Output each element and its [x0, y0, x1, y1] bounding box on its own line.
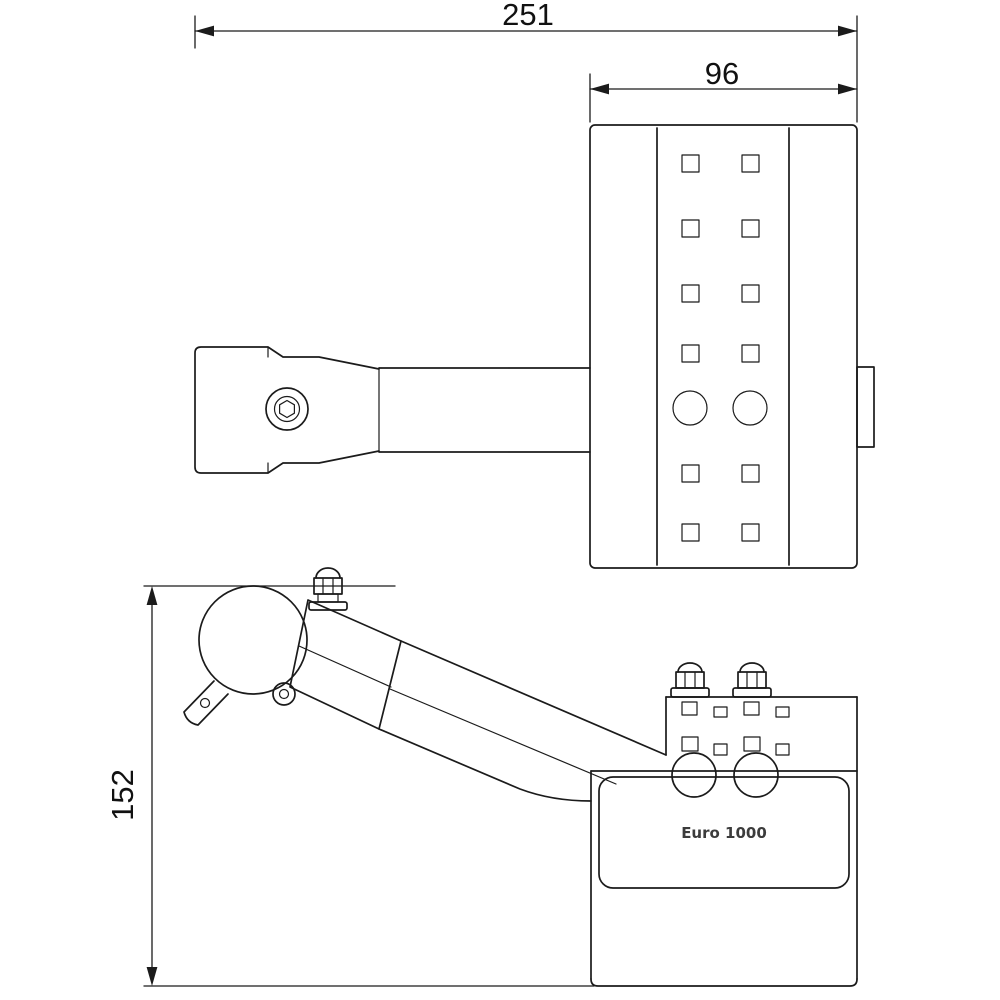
- bracket-slot: [713, 743, 728, 756]
- bracket-slot: [681, 736, 699, 752]
- dim-plate-width-value: 96: [705, 56, 739, 91]
- clamp-ring-side: [183, 585, 308, 726]
- mounting-hole-square: [741, 523, 760, 542]
- bracket-slot: [743, 701, 760, 716]
- clamp-block-side: [272, 599, 402, 730]
- bracket-slot: [713, 706, 728, 718]
- mounting-hole-square: [681, 284, 700, 303]
- pivot-bolt: [272, 682, 296, 706]
- mounting-hole-square: [681, 154, 700, 173]
- arrowhead-left: [195, 25, 214, 37]
- clamp-body-top: [194, 346, 380, 474]
- arrowhead-right: [838, 25, 857, 37]
- dimension-overall-height: 152: [105, 585, 595, 987]
- mounting-hole-square: [741, 219, 760, 238]
- bracket-bolt-washer: [732, 687, 772, 698]
- plate-side: Euro 1000: [590, 696, 858, 987]
- pivot-bolt-center: [278, 688, 290, 700]
- arrowhead-right: [838, 83, 857, 95]
- label-recess: [598, 776, 850, 889]
- mounting-hole-square: [741, 154, 760, 173]
- mounting-hole-square: [741, 284, 760, 303]
- clamp-ring: [198, 585, 308, 695]
- mounting-hole-square: [681, 523, 700, 542]
- mounting-hole-round: [672, 390, 708, 426]
- bracket-slot: [775, 706, 790, 718]
- flange-nut: [671, 752, 717, 798]
- arrowhead-bottom: [146, 967, 158, 986]
- bracket-bolt-nut: [737, 671, 767, 689]
- arm-inner-line: [389, 688, 617, 785]
- plate-bottom-edge: [590, 978, 858, 987]
- clamp-jaw: [183, 680, 229, 726]
- bracket-slot: [743, 736, 761, 752]
- bracket-slot: [775, 743, 790, 756]
- mounting-hole-square: [681, 464, 700, 483]
- bracket-bolt-dome: [739, 662, 765, 673]
- arm-side: [378, 640, 667, 802]
- product-label: Euro 1000: [681, 824, 767, 842]
- arrowhead-top: [146, 586, 158, 605]
- arm-tube-top: [378, 367, 591, 453]
- bracket-slot: [681, 701, 698, 716]
- clamp-outline: [194, 346, 380, 474]
- arm-edge-bottom: [378, 728, 592, 802]
- arrowhead-left: [590, 83, 609, 95]
- mounting-hole-square: [741, 464, 760, 483]
- mounting-hole-square: [681, 344, 700, 363]
- plate-outline: [589, 124, 858, 569]
- bracket-bolt-dome: [677, 662, 703, 673]
- clamp-bolt-head: [273, 395, 301, 423]
- bolt-washer: [308, 601, 348, 611]
- jaw-pin: [199, 697, 211, 709]
- wall-plate-front: [589, 124, 875, 569]
- bolt-dome: [315, 567, 341, 579]
- clamp-bolt-washer: [265, 387, 309, 431]
- bolt-collar: [317, 593, 339, 603]
- side-view: 152: [105, 567, 858, 987]
- bracket-bolt-washer: [670, 687, 710, 698]
- dim-overall-height-value: 152: [105, 769, 140, 821]
- clamp-bolt-side: [308, 567, 348, 611]
- top-view: 251 96: [194, 0, 875, 569]
- flange-nut: [733, 752, 779, 798]
- arm-edge-top: [400, 640, 667, 756]
- dimension-plate-width: 96: [589, 56, 858, 123]
- plate-side-tab: [856, 366, 875, 448]
- mounting-hole-square: [741, 344, 760, 363]
- bracket-side: [590, 662, 858, 798]
- block-outline: [289, 599, 402, 730]
- mounting-hole-round: [732, 390, 768, 426]
- mounting-hole-square: [681, 219, 700, 238]
- hex-socket-icon: [279, 399, 295, 419]
- dim-overall-width-value: 251: [502, 0, 554, 32]
- dimension-overall-width: 251: [194, 0, 858, 123]
- clamp-split-line: [298, 645, 392, 688]
- bracket-bolt-nut: [675, 671, 705, 689]
